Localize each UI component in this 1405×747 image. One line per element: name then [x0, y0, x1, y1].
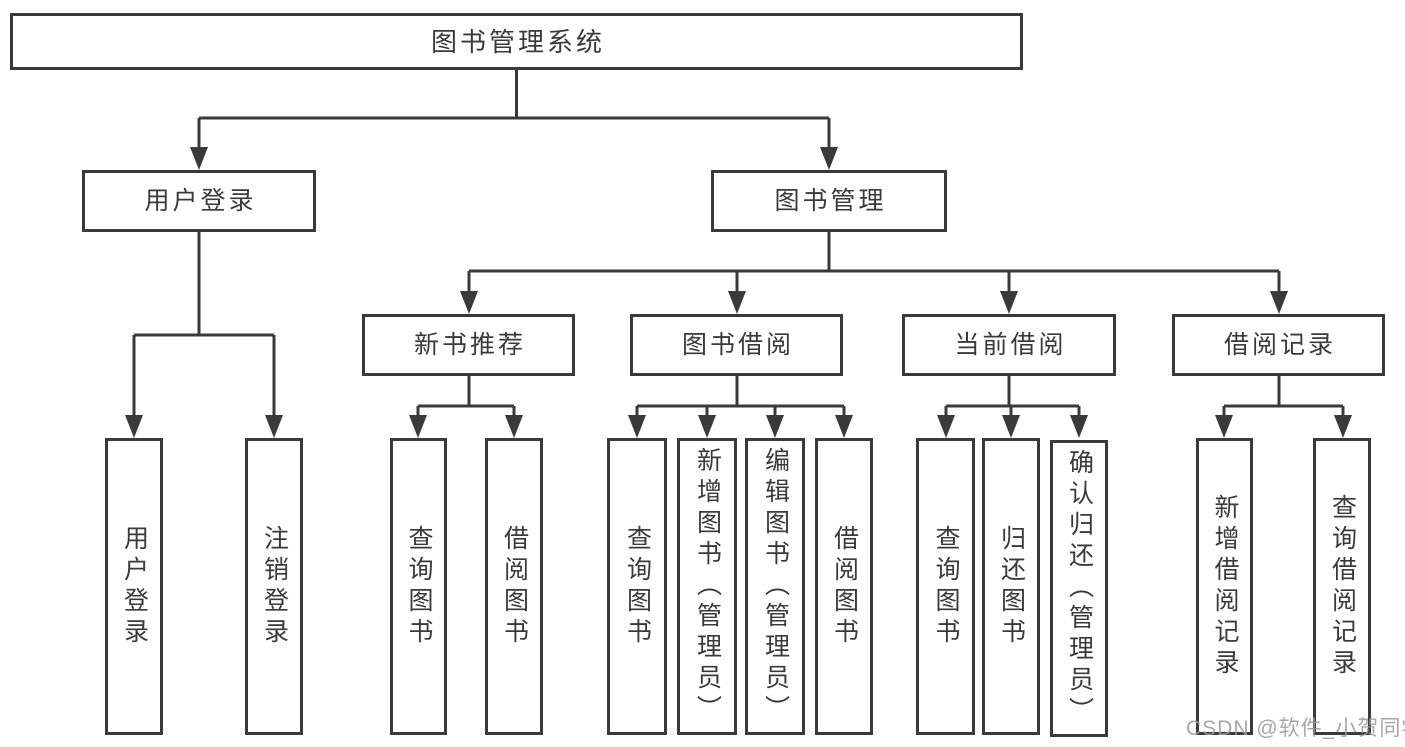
node-book-borrowing: 图书借阅	[630, 314, 843, 376]
leaf-label: 借阅图书	[830, 524, 859, 649]
leaf-label: 查询图书	[623, 524, 652, 649]
leaf-borrow-books: 借阅图书	[815, 438, 873, 735]
node-user-login: 用户登录	[82, 170, 316, 232]
leaf-label: 新增借阅记录	[1211, 493, 1239, 680]
node-current-borrowing: 当前借阅	[902, 314, 1116, 376]
node-label: 图书管理	[774, 186, 887, 215]
leaf-label: 借阅图书	[500, 524, 529, 649]
node-label: 图书借阅	[681, 330, 794, 359]
node-label: 借阅记录	[1223, 330, 1336, 359]
leaf-query-books-current: 查询图书	[916, 438, 975, 735]
node-new-book-recommend: 新书推荐	[362, 314, 575, 376]
leaf-label: 注销登录	[260, 524, 289, 649]
leaf-label: 查询图书	[405, 524, 433, 649]
node-label: 图书管理系统	[430, 26, 605, 57]
leaf-add-books-admin: 新增图书（管理员）	[677, 438, 737, 735]
leaf-query-borrow-record: 查询借阅记录	[1313, 438, 1371, 735]
leaf-label: 查询图书	[932, 524, 960, 649]
leaf-query-books-borrowing: 查询图书	[607, 438, 667, 735]
leaf-add-borrow-record: 新增借阅记录	[1196, 438, 1253, 735]
leaf-label: 归还图书	[997, 524, 1026, 649]
leaf-label: 新增图书（管理员）	[693, 447, 722, 726]
leaf-label: 查询借阅记录	[1328, 493, 1357, 680]
node-borrowing-records: 借阅记录	[1172, 314, 1385, 376]
node-library-management-system: 图书管理系统	[10, 13, 1023, 70]
leaf-label: 编辑图书（管理员）	[761, 447, 790, 726]
leaf-confirm-return-admin: 确认归还（管理员）	[1050, 440, 1108, 737]
node-book-management: 图书管理	[711, 170, 947, 232]
leaf-user-login: 用户登录	[105, 438, 163, 735]
leaf-borrow-books-recommend: 借阅图书	[485, 438, 543, 735]
leaf-query-books-recommend: 查询图书	[390, 438, 447, 735]
leaf-label: 确认归还（管理员）	[1065, 449, 1094, 728]
leaf-label: 用户登录	[120, 524, 149, 649]
node-label: 当前借阅	[954, 330, 1067, 359]
csdn-watermark: CSDN @软件_小贺同学	[1186, 717, 1405, 740]
leaf-edit-books-admin: 编辑图书（管理员）	[745, 438, 805, 735]
leaf-return-books: 归还图书	[982, 438, 1040, 735]
node-label: 用户登录	[144, 186, 257, 215]
node-label: 新书推荐	[413, 330, 526, 359]
leaf-logout: 注销登录	[245, 438, 303, 735]
